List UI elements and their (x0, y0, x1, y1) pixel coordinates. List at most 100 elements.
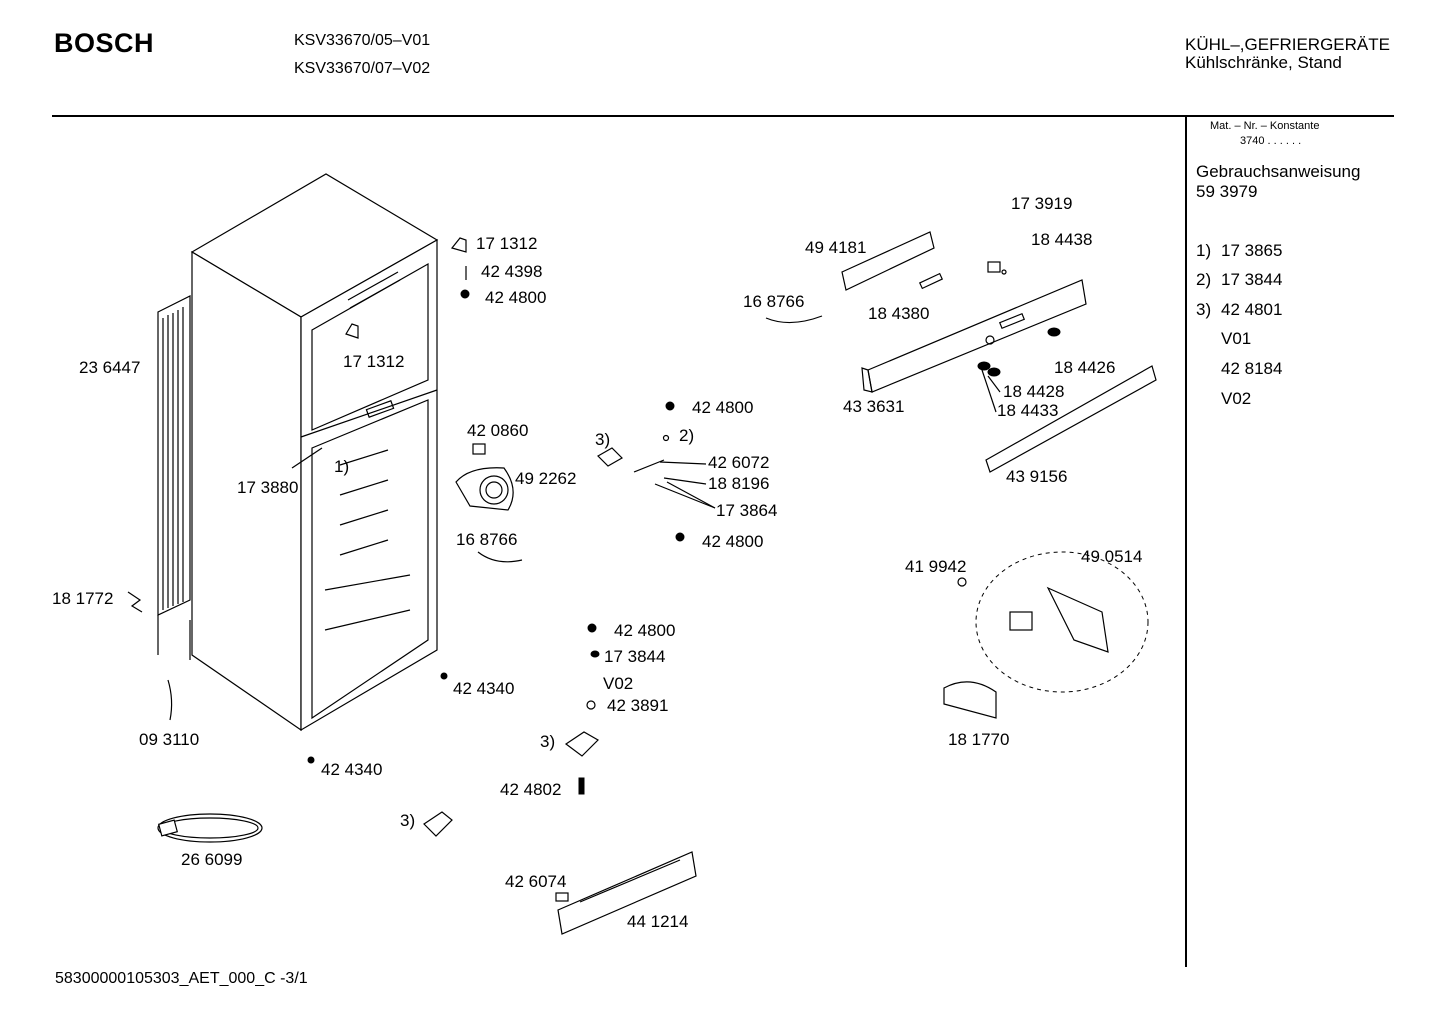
fan-cover-icon (472, 443, 486, 455)
note-value-2: 17 3844 (1221, 270, 1283, 289)
lamp-socket-icon (1009, 611, 1033, 631)
note-marker: 3) (400, 811, 416, 830)
part-label: 41 9942 (905, 557, 967, 576)
model-number-1: KSV33670/05–V01 (294, 32, 431, 49)
part-label: 49 0514 (1081, 547, 1143, 566)
screw-icon (675, 532, 685, 542)
part-label: 09 3110 (139, 730, 200, 749)
part-label: 42 0860 (467, 421, 529, 440)
washer-icon (662, 434, 670, 442)
part-label: 18 4426 (1054, 358, 1116, 377)
hinge-icon (450, 237, 467, 253)
model-number-2: KSV33670/07–V02 (294, 60, 431, 77)
note-key-1: 1) (1196, 241, 1212, 260)
note-key-3: 3) (1196, 300, 1212, 319)
document-id: 58300000105303_AET_000_C -3/1 (55, 970, 308, 987)
switch-icon (987, 261, 1001, 273)
part-label: 18 8196 (708, 474, 770, 493)
part-label: 49 2262 (515, 469, 577, 488)
bolt-icon (578, 777, 585, 795)
toe-grille-icon (557, 851, 697, 935)
part-label: 16 8766 (456, 530, 518, 549)
part-label: 49 4181 (805, 238, 867, 257)
note-marker: 2) (679, 426, 695, 445)
screw-icon (587, 623, 597, 633)
bracket-icon (597, 447, 623, 467)
part-label: 42 4800 (702, 532, 764, 551)
category-title: KÜHL–,GEFRIERGERÄTE (1185, 35, 1390, 54)
part-label: 18 4438 (1031, 230, 1093, 249)
fan-bracket-icon (633, 459, 665, 473)
manual-label: Gebrauchsanweisung (1196, 162, 1361, 181)
part-label: 17 3919 (1011, 194, 1073, 213)
screw-icon (460, 289, 470, 299)
part-label: 42 3891 (607, 696, 669, 715)
part-label: 42 4340 (453, 679, 515, 698)
part-label: 17 3844 (604, 647, 666, 666)
manual-number: 59 3979 (1196, 182, 1258, 201)
leader-184433 (981, 369, 997, 413)
part-label: 42 4800 (485, 288, 547, 307)
hinge-icon (345, 323, 359, 339)
detail-circle (975, 551, 1149, 693)
clip-icon (555, 892, 569, 902)
mat-label: Mat. – Nr. – Konstante (1210, 120, 1320, 132)
sidebar-divider (1185, 117, 1187, 967)
leader-184428 (987, 375, 1001, 393)
part-label: 17 1312 (476, 234, 538, 253)
note-value-1: 17 3865 (1221, 241, 1283, 260)
leader-173864-b (666, 481, 716, 509)
bracket-icon (423, 811, 453, 837)
leader-426072 (659, 461, 707, 465)
knob-icon (1047, 327, 1061, 337)
part-label: 42 6074 (505, 872, 567, 891)
knob-icon (987, 367, 1001, 377)
note-value-3: 42 4801 (1221, 300, 1283, 319)
v01-value: 42 8184 (1221, 359, 1283, 378)
part-label: 26 6099 (181, 850, 243, 869)
leader-188196 (663, 477, 707, 485)
part-label: 16 8766 (743, 292, 805, 311)
part-label: 17 3880 (237, 478, 299, 497)
foot-screw-icon (440, 672, 448, 680)
sensor-cable-icon (765, 315, 823, 324)
part-label: 17 1312 (343, 352, 405, 371)
nut-icon (586, 700, 596, 710)
v02-label: V02 (1221, 389, 1252, 408)
part-label: 17 3864 (716, 501, 778, 520)
bracket-icon (564, 731, 599, 757)
part-label: 43 9156 (1006, 467, 1068, 486)
part-label: 23 6447 (79, 358, 141, 377)
note-marker: 3) (540, 732, 556, 751)
part-label: 44 1214 (627, 912, 689, 931)
lamp-icon (1001, 269, 1007, 275)
note-key-2: 2) (1196, 270, 1212, 289)
fridge-cabinet (190, 173, 439, 732)
lamp-holder-icon (918, 272, 944, 290)
condenser-grille (157, 295, 191, 660)
lamp-cover-icon (1046, 586, 1109, 653)
part-label: 42 6072 (708, 453, 770, 472)
header-divider (52, 115, 1394, 117)
foot-screw-icon (307, 756, 315, 764)
note-marker: 3) (595, 430, 611, 449)
variant-label: V02 (603, 674, 634, 693)
part-label: 18 1772 (52, 589, 114, 608)
part-label: 42 4398 (481, 262, 543, 281)
clip-icon (127, 591, 143, 613)
part-label: 42 4800 (614, 621, 676, 640)
plug-icon (590, 650, 600, 658)
power-cord-icon (157, 813, 263, 843)
brand-logo: BOSCH (54, 28, 155, 58)
fan-grille-icon (943, 681, 997, 719)
control-board-icon (841, 231, 935, 291)
part-label: 18 1770 (948, 730, 1010, 749)
part-label: 42 4800 (692, 398, 754, 417)
part-label: 43 3631 (843, 397, 905, 416)
part-label: 18 4433 (997, 401, 1059, 420)
trim-strip-icon (985, 365, 1157, 473)
subcategory-title: Kühlschränke, Stand (1185, 53, 1342, 72)
part-label: 18 4428 (1003, 382, 1065, 401)
screw-icon (665, 401, 675, 411)
